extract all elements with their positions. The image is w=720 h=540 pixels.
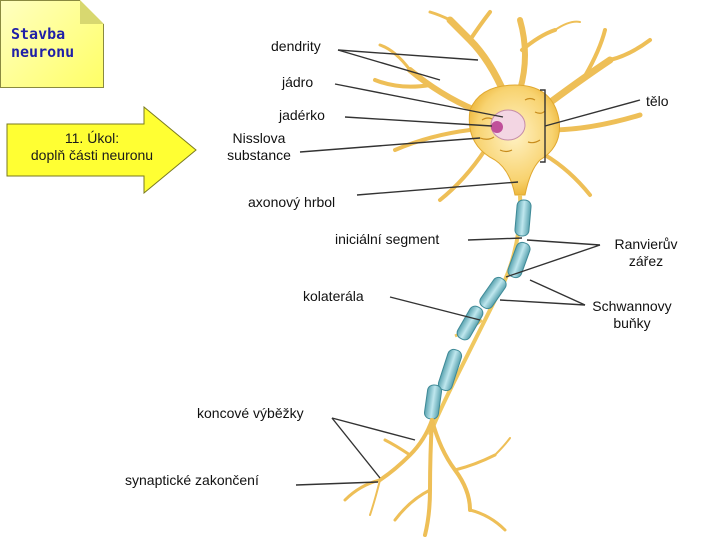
arrow-shape (6, 106, 197, 194)
schwann-cell (514, 199, 532, 237)
terminal-branches (343, 418, 511, 537)
title-note: Stavba neuronu (0, 0, 104, 88)
leader-lines (295, 49, 641, 486)
label-schwannovy-bunky: Schwannovy buňky (592, 298, 672, 331)
task-arrow: 11. Úkol: doplň části neuronu (6, 106, 198, 194)
page-fold-corner (80, 0, 104, 24)
label-inicialni-segment: iniciální segment (335, 231, 440, 247)
nucleus (490, 109, 526, 141)
label-telo: tělo (646, 93, 669, 109)
page-title: Stavba neuronu (11, 25, 75, 61)
schwann-cell (456, 305, 484, 341)
label-ranvieruv-zarez: Ranvierův zářez (614, 236, 678, 269)
nucleolus (491, 121, 503, 133)
schwann-cell (437, 348, 463, 392)
label-jaderko: jadérko (279, 107, 325, 123)
label-koncove-vybezky: koncové výběžky (197, 405, 304, 421)
label-nisslova-substance: Nisslova substance (227, 130, 291, 163)
label-axonovy-hrbol: axonový hrbol (248, 194, 336, 210)
cell-body (468, 84, 560, 196)
label-kolaterala: kolaterála (303, 288, 364, 304)
schwann-cell (507, 241, 531, 279)
schwann-cell (479, 276, 507, 310)
label-synapticke-zakonceni: synaptické zakončení (125, 472, 259, 488)
myelin-sheath (423, 199, 532, 420)
label-jadro: jádro (282, 74, 314, 90)
task-text: 11. Úkol: doplň části neuronu (30, 130, 154, 163)
label-dendrity: dendrity (271, 38, 321, 54)
axon (428, 194, 523, 436)
nissl-substance (479, 97, 546, 153)
